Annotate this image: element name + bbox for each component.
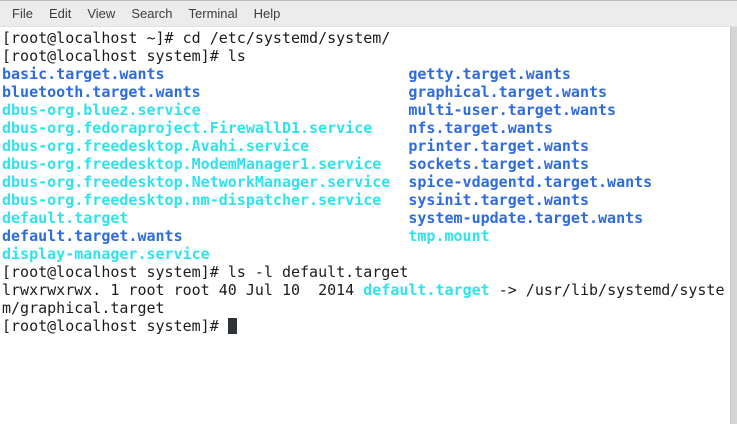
- file-entry: sysinit.target.wants: [408, 191, 589, 209]
- terminal-line: dbus-org.fedoraproject.FirewallD1.servic…: [2, 119, 730, 137]
- terminal-line: dbus-org.freedesktop.NetworkManager.serv…: [2, 173, 730, 191]
- file-entry: dbus-org.freedesktop.nm-dispatcher.servi…: [2, 191, 382, 209]
- file-entry: display-manager.service: [2, 245, 210, 263]
- terminal-text: default.target: [363, 281, 490, 299]
- terminal-line: basic.target.wants getty.target.wants: [2, 65, 730, 83]
- terminal-text: m/graphical.target: [2, 299, 165, 317]
- terminal-line: [root@localhost system]# ls -l default.t…: [2, 263, 730, 281]
- terminal-line: bluetooth.target.wants graphical.target.w…: [2, 83, 730, 101]
- menu-item-terminal[interactable]: Terminal: [188, 6, 238, 21]
- terminal-text: [root@localhost system]# ls: [2, 47, 246, 65]
- menu-item-help[interactable]: Help: [253, 6, 281, 21]
- terminal-screen[interactable]: [root@localhost ~]# cd /etc/systemd/syst…: [0, 27, 730, 424]
- file-entry: bluetooth.target.wants: [2, 83, 201, 101]
- file-entry: getty.target.wants: [408, 65, 571, 83]
- menu-item-search[interactable]: Search: [131, 6, 173, 21]
- file-entry: nfs.target.wants: [408, 119, 553, 137]
- terminal-line: dbus-org.freedesktop.nm-dispatcher.servi…: [2, 191, 730, 209]
- file-entry: system-update.target.wants: [408, 209, 644, 227]
- terminal-line: [root@localhost system]#: [2, 317, 730, 335]
- terminal-text: -> /usr/lib/systemd/syste: [489, 281, 725, 299]
- file-entry: dbus-org.bluez.service: [2, 101, 201, 119]
- terminal-line: default.target.wants tmp.mount: [2, 227, 730, 245]
- file-entry: default.target: [2, 209, 129, 227]
- file-entry: spice-vdagentd.target.wants: [408, 173, 653, 191]
- terminal-line: default.target system-update.target.wants: [2, 209, 730, 227]
- menu-item-file[interactable]: File: [12, 6, 33, 21]
- terminal-line: dbus-org.freedesktop.ModemManager1.servi…: [2, 155, 730, 173]
- file-entry: printer.target.wants: [408, 137, 589, 155]
- file-entry: multi-user.target.wants: [408, 101, 617, 119]
- file-entry: basic.target.wants: [2, 65, 165, 83]
- file-entry: graphical.target.wants: [408, 83, 608, 101]
- file-entry: dbus-org.freedesktop.ModemManager1.servi…: [2, 155, 382, 173]
- terminal-cursor: [227, 318, 237, 334]
- terminal-line: lrwxrwxrwx. 1 root root 40 Jul 10 2014 d…: [2, 281, 730, 299]
- terminal-text: [root@localhost system]#: [2, 317, 228, 335]
- menu-item-edit[interactable]: Edit: [48, 6, 72, 21]
- terminal-line: m/graphical.target: [2, 299, 730, 317]
- file-entry: dbus-org.fedoraproject.FirewallD1.servic…: [2, 119, 373, 137]
- terminal-line: display-manager.service: [2, 245, 730, 263]
- terminal-line: [root@localhost system]# ls: [2, 47, 730, 65]
- menu-bar: File Edit View Search Terminal Help: [0, 0, 737, 27]
- terminal-text: [root@localhost system]# ls -l default.t…: [2, 263, 409, 281]
- file-entry: sockets.target.wants: [408, 155, 589, 173]
- terminal-line: dbus-org.freedesktop.Avahi.service printe…: [2, 137, 730, 155]
- menu-item-view[interactable]: View: [87, 6, 116, 21]
- terminal-line: [root@localhost ~]# cd /etc/systemd/syst…: [2, 29, 730, 47]
- file-entry: default.target.wants: [2, 227, 183, 245]
- file-entry: tmp.mount: [408, 227, 490, 245]
- scrollbar[interactable]: [730, 27, 737, 424]
- terminal-text: [root@localhost ~]# cd /etc/systemd/syst…: [2, 29, 391, 47]
- file-entry: dbus-org.freedesktop.NetworkManager.serv…: [2, 173, 391, 191]
- terminal-text: lrwxrwxrwx. 1 root root 40 Jul 10 2014: [2, 281, 364, 299]
- terminal-line: dbus-org.bluez.service multi-user.target.…: [2, 101, 730, 119]
- file-entry: dbus-org.freedesktop.Avahi.service: [2, 137, 310, 155]
